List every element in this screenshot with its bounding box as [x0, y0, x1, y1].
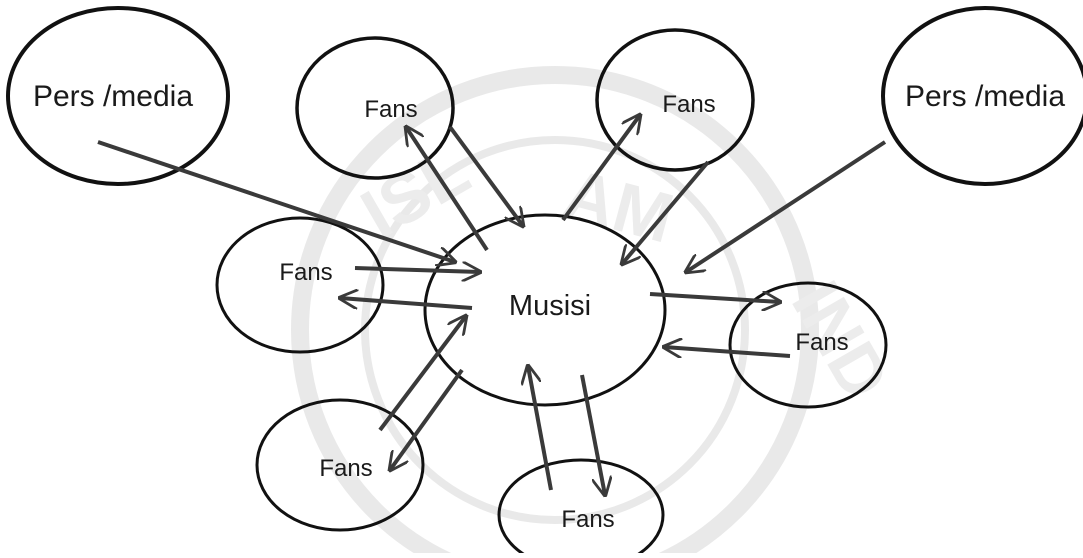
- arrow-musisi-to-fans-bottom: [580, 374, 605, 495]
- arrow-fans-left-to-musisi: [354, 268, 480, 272]
- media-label-right: Pers /media: [905, 80, 1065, 113]
- media-node-left: [6, 6, 230, 186]
- arrow-musisi-to-fans-left: [340, 298, 473, 310]
- nodes: [6, 6, 1083, 558]
- watermark-inner-ring: [361, 136, 749, 524]
- musisi-label: Musisi: [509, 290, 591, 322]
- fans-label-bottom: Fans: [561, 506, 614, 533]
- arrow-musisi-to-fans-top-right: [561, 115, 640, 222]
- fans-label-right: Fans: [795, 329, 848, 356]
- fans-node-left: [215, 216, 385, 354]
- arrow-fans-top-left-to-musisi: [448, 125, 523, 226]
- arrow-media-left-to-musisi: [97, 140, 455, 262]
- labels: Pers /media Pers /media Fans Fans Fans M…: [33, 80, 1065, 533]
- fans-node-right: [728, 281, 888, 409]
- fans-node-top-left: [295, 36, 455, 180]
- fans-node-bottom: [497, 458, 665, 558]
- arrow-fans-top-right-to-musisi: [622, 160, 710, 264]
- arrow-fans-right-to-musisi: [664, 347, 791, 356]
- fans-label-left: Fans: [279, 259, 332, 286]
- arrows: [97, 115, 887, 495]
- media-label-left: Pers /media: [33, 80, 193, 113]
- arrow-media-right-to-musisi: [686, 140, 887, 272]
- media-node-right: [881, 6, 1083, 186]
- fans-label-bottom-left: Fans: [319, 455, 372, 482]
- musisi-node: [423, 213, 667, 407]
- fans-label-top-right: Fans: [662, 91, 715, 118]
- arrow-musisi-to-fans-top-left: [406, 127, 489, 252]
- arrow-musisi-to-fans-bottom-left: [390, 368, 464, 470]
- arrow-musisi-to-fans-right: [649, 294, 780, 302]
- fans-node-top-right: [595, 28, 755, 172]
- arrow-fans-bottom-to-musisi: [528, 366, 553, 491]
- fans-node-bottom-left: [255, 398, 425, 532]
- arrow-fans-bottom-left-to-musisi: [378, 316, 466, 432]
- watermark-ring: [291, 66, 819, 558]
- fans-label-top-left: Fans: [364, 96, 417, 123]
